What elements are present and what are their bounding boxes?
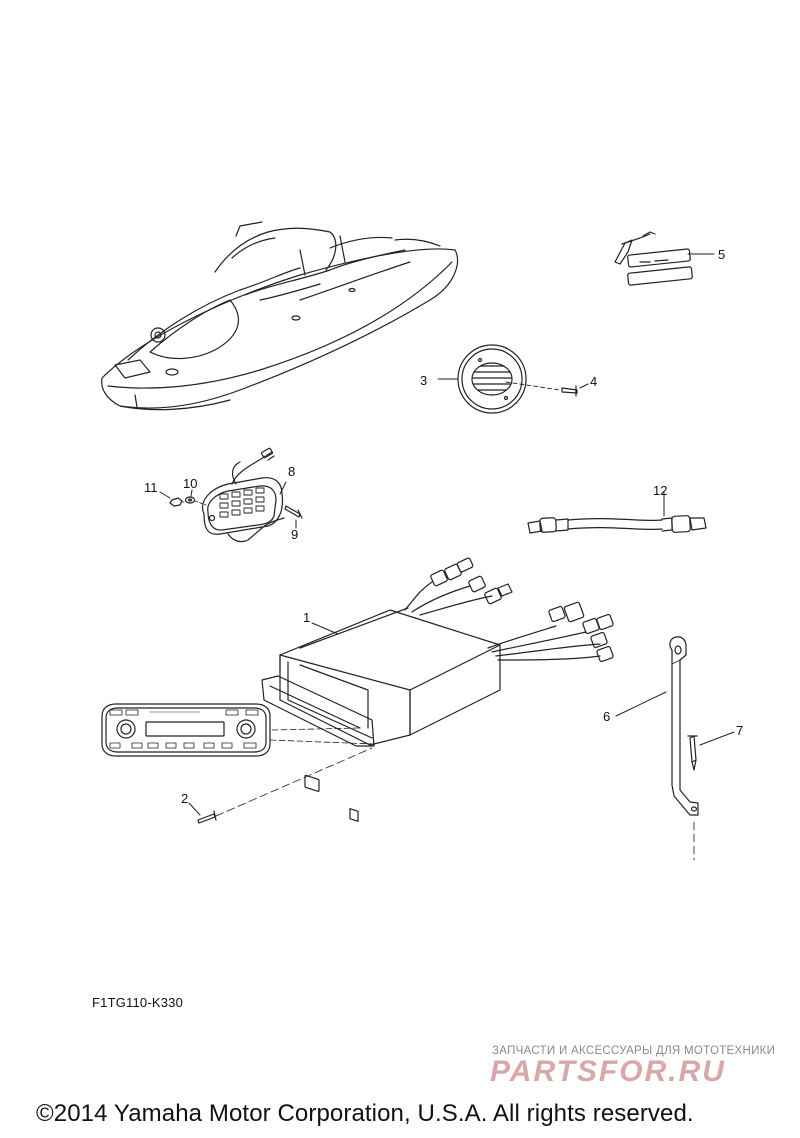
callout-5: 5 (718, 247, 725, 262)
stereo-faceplate (102, 704, 374, 756)
callout-1: 1 (303, 610, 310, 625)
part-7-screw (688, 732, 734, 770)
callout-11: 11 (144, 480, 158, 495)
callout-labels: 1 2 3 4 5 6 7 8 9 10 11 12 (144, 247, 743, 806)
boat-illustration (102, 222, 458, 410)
part-8-remote-control (203, 448, 284, 542)
part-12-extension-cable (528, 492, 706, 533)
callout-7: 7 (736, 723, 743, 738)
copyright-notice: ©2014 Yamaha Motor Corporation, U.S.A. A… (36, 1100, 694, 1127)
part-9-screw (280, 482, 302, 528)
callout-10: 10 (183, 476, 197, 491)
part-3-speaker (438, 345, 526, 413)
callout-12: 12 (653, 483, 667, 498)
callout-8: 8 (288, 464, 295, 479)
watermark-brand-logo: PARTSFOR.RU (490, 1055, 726, 1088)
callout-2: 2 (181, 791, 188, 806)
diagram-code: F1TG110-K330 (92, 995, 184, 1010)
part-2-screw (189, 748, 372, 823)
part-4-screw (506, 382, 588, 396)
part-5-light-strip (615, 232, 714, 285)
watermark-tagline: ЗАПЧАСТИ И АКСЕССУАРЫ ДЛЯ МОТОТЕХНИКИ (492, 1045, 776, 1057)
callout-9: 9 (291, 527, 298, 542)
part-10-washer (186, 490, 207, 505)
callout-3: 3 (420, 373, 427, 388)
callout-6: 6 (603, 709, 610, 724)
part-11-nut (160, 492, 186, 506)
callout-4: 4 (590, 374, 597, 389)
part-1-stereo-unit (262, 558, 614, 822)
part-6-mounting-bracket (616, 637, 698, 860)
